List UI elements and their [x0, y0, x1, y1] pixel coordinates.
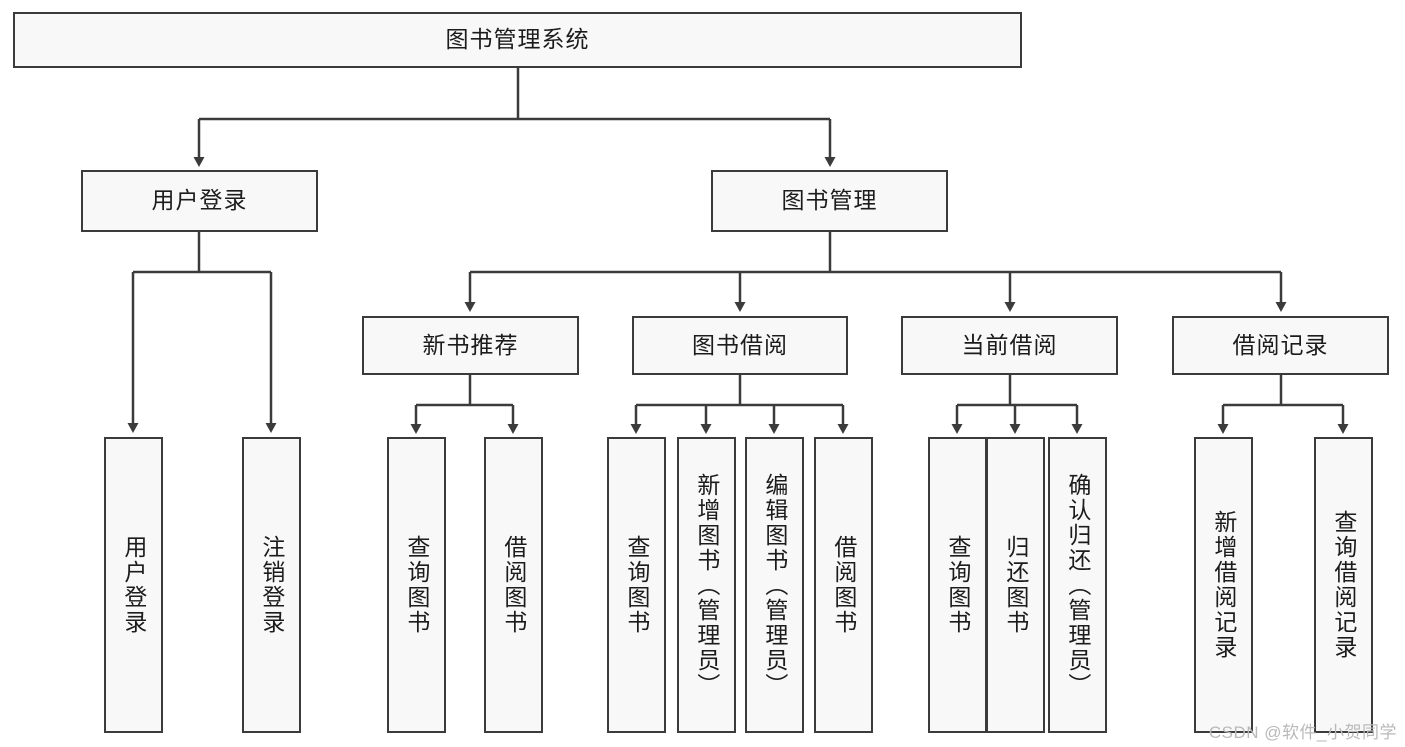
node-label: 新增图书（管理员） — [693, 472, 720, 698]
node-label: 编辑图书（管理员） — [761, 472, 788, 698]
leaf-current-borrow-confirm[interactable]: 确认归还（管理员） — [1048, 437, 1107, 733]
leaf-new-book-borrow[interactable]: 借阅图书 — [484, 437, 543, 733]
node-current-borrow[interactable]: 当前借阅 — [901, 316, 1118, 375]
node-label: 查询图书 — [623, 535, 650, 635]
node-label: 用户登录 — [151, 187, 248, 214]
leaf-borrow-record-query[interactable]: 查询借阅记录 — [1314, 437, 1373, 733]
node-label: 图书管理系统 — [445, 26, 590, 53]
node-borrow-record[interactable]: 借阅记录 — [1172, 316, 1389, 375]
leaf-book-borrow-lend[interactable]: 借阅图书 — [814, 437, 873, 733]
leaf-current-borrow-query[interactable]: 查询图书 — [928, 437, 987, 733]
node-label: 图书借阅 — [692, 331, 788, 358]
node-label: 新书推荐 — [422, 331, 519, 358]
leaf-borrow-record-add[interactable]: 新增借阅记录 — [1194, 437, 1253, 733]
leaf-current-borrow-return[interactable]: 归还图书 — [986, 437, 1045, 733]
node-label: 注销登录 — [258, 535, 285, 635]
leaf-book-borrow-query[interactable]: 查询图书 — [607, 437, 666, 733]
leaf-user-login-login[interactable]: 用户登录 — [104, 437, 163, 733]
node-label: 当前借阅 — [961, 331, 1058, 358]
leaf-new-book-query[interactable]: 查询图书 — [387, 437, 446, 733]
node-label: 归还图书 — [1002, 535, 1029, 635]
node-label: 借阅图书 — [830, 535, 857, 635]
csdn-watermark: CSDN @软件_小贺同学 — [1208, 723, 1397, 742]
node-book-borrow[interactable]: 图书借阅 — [632, 316, 848, 375]
node-label: 新增借阅记录 — [1210, 510, 1237, 660]
node-label: 查询借阅记录 — [1330, 510, 1357, 660]
node-new-book-recommend[interactable]: 新书推荐 — [362, 316, 579, 375]
node-label: 借阅记录 — [1232, 331, 1329, 358]
node-label: 确认归还（管理员） — [1064, 472, 1091, 698]
node-label: 用户登录 — [120, 535, 147, 635]
leaf-book-borrow-edit[interactable]: 编辑图书（管理员） — [745, 437, 804, 733]
node-user-login[interactable]: 用户登录 — [81, 170, 318, 232]
node-label: 查询图书 — [403, 535, 430, 635]
leaf-user-login-logout[interactable]: 注销登录 — [242, 437, 301, 733]
node-label: 图书管理 — [781, 187, 878, 214]
node-root[interactable]: 图书管理系统 — [13, 12, 1022, 68]
leaf-book-borrow-add[interactable]: 新增图书（管理员） — [677, 437, 736, 733]
node-book-management[interactable]: 图书管理 — [711, 170, 948, 232]
node-label: 查询图书 — [944, 535, 971, 635]
node-label: 借阅图书 — [500, 535, 527, 635]
